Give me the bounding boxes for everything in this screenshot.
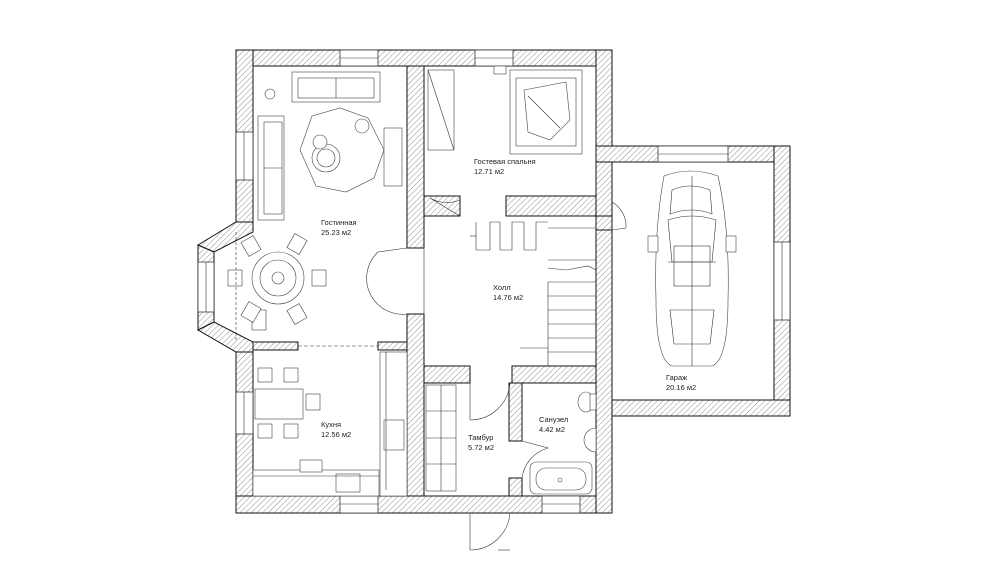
kitchen-furniture [252,351,408,497]
room-label-hall: Холл 14.76 м2 [493,283,523,302]
windows [197,49,791,514]
svg-text:12.71 м2: 12.71 м2 [474,167,504,176]
svg-text:25.23 м2: 25.23 м2 [321,228,351,237]
room-label-garage: Гараж 20.16 м2 [666,373,696,392]
staircase [470,221,597,366]
room-label-living: Гостинная 25.23 м2 [321,218,357,237]
interior-walls [252,65,613,497]
svg-text:14.76 м2: 14.76 м2 [493,293,523,302]
vestibule-furniture [425,384,457,492]
svg-text:Гараж: Гараж [666,373,687,382]
svg-text:Санузел: Санузел [539,415,568,424]
svg-text:Гостинная: Гостинная [321,218,357,227]
svg-text:20.16 м2: 20.16 м2 [666,383,696,392]
bathroom-fixtures [529,391,597,495]
room-label-guest: Гостевая спальня 12.71 м2 [474,157,536,176]
doors [366,197,627,551]
car-icon [647,170,737,367]
svg-text:Кухня: Кухня [321,420,341,429]
svg-text:Холл: Холл [493,283,511,292]
svg-text:12.56 м2: 12.56 м2 [321,430,351,439]
dining-set [227,232,378,347]
room-label-bathroom: Санузел 4.42 м2 [539,415,568,434]
room-label-kitchen: Кухня 12.56 м2 [321,420,351,439]
room-label-vestibule: Тамбур 5.72 м2 [468,433,494,452]
svg-text:4.42 м2: 4.42 м2 [539,425,565,434]
svg-text:Гостевая спальня: Гостевая спальня [474,157,536,166]
svg-text:Тамбур: Тамбур [468,433,493,442]
guest-bedroom-furniture [427,65,583,155]
svg-text:5.72 м2: 5.72 м2 [468,443,494,452]
living-room-furniture [251,71,403,331]
